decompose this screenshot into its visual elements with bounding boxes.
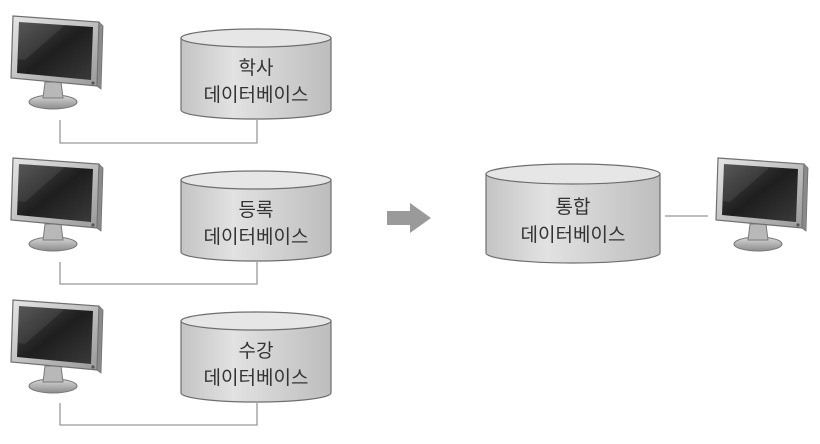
source-db-subtitle: 데이터베이스 (204, 84, 309, 106)
source-db-subtitle: 데이터베이스 (204, 367, 309, 389)
monitor-icon (10, 157, 104, 252)
source-db-name: 등록 (239, 199, 274, 221)
database-cylinder-icon (485, 163, 661, 264)
source-db-subtitle: 데이터베이스 (204, 226, 309, 248)
database-cylinder-icon (180, 170, 332, 262)
database-cylinder-icon (180, 28, 332, 120)
monitor-icon (10, 15, 104, 110)
connector-line (59, 262, 258, 285)
connector-line (59, 403, 258, 426)
source-db-name: 수강 (239, 340, 274, 362)
monitor-icon (10, 299, 104, 394)
source-row-3: 수강 데이터베이스 (10, 299, 332, 426)
monitor-icon (715, 157, 809, 252)
source-db-name: 학사 (239, 57, 274, 79)
source-row-1: 학사 데이터베이스 (10, 15, 332, 144)
connector-line (59, 120, 258, 144)
source-row-2: 등록 데이터베이스 (10, 157, 332, 285)
integrated-db-name: 통합 (556, 196, 591, 218)
integrated-db-subtitle: 데이터베이스 (521, 224, 626, 246)
integrated-database: 통합 데이터베이스 (485, 163, 661, 264)
arrow-right-icon (387, 203, 431, 233)
database-cylinder-icon (180, 311, 332, 403)
